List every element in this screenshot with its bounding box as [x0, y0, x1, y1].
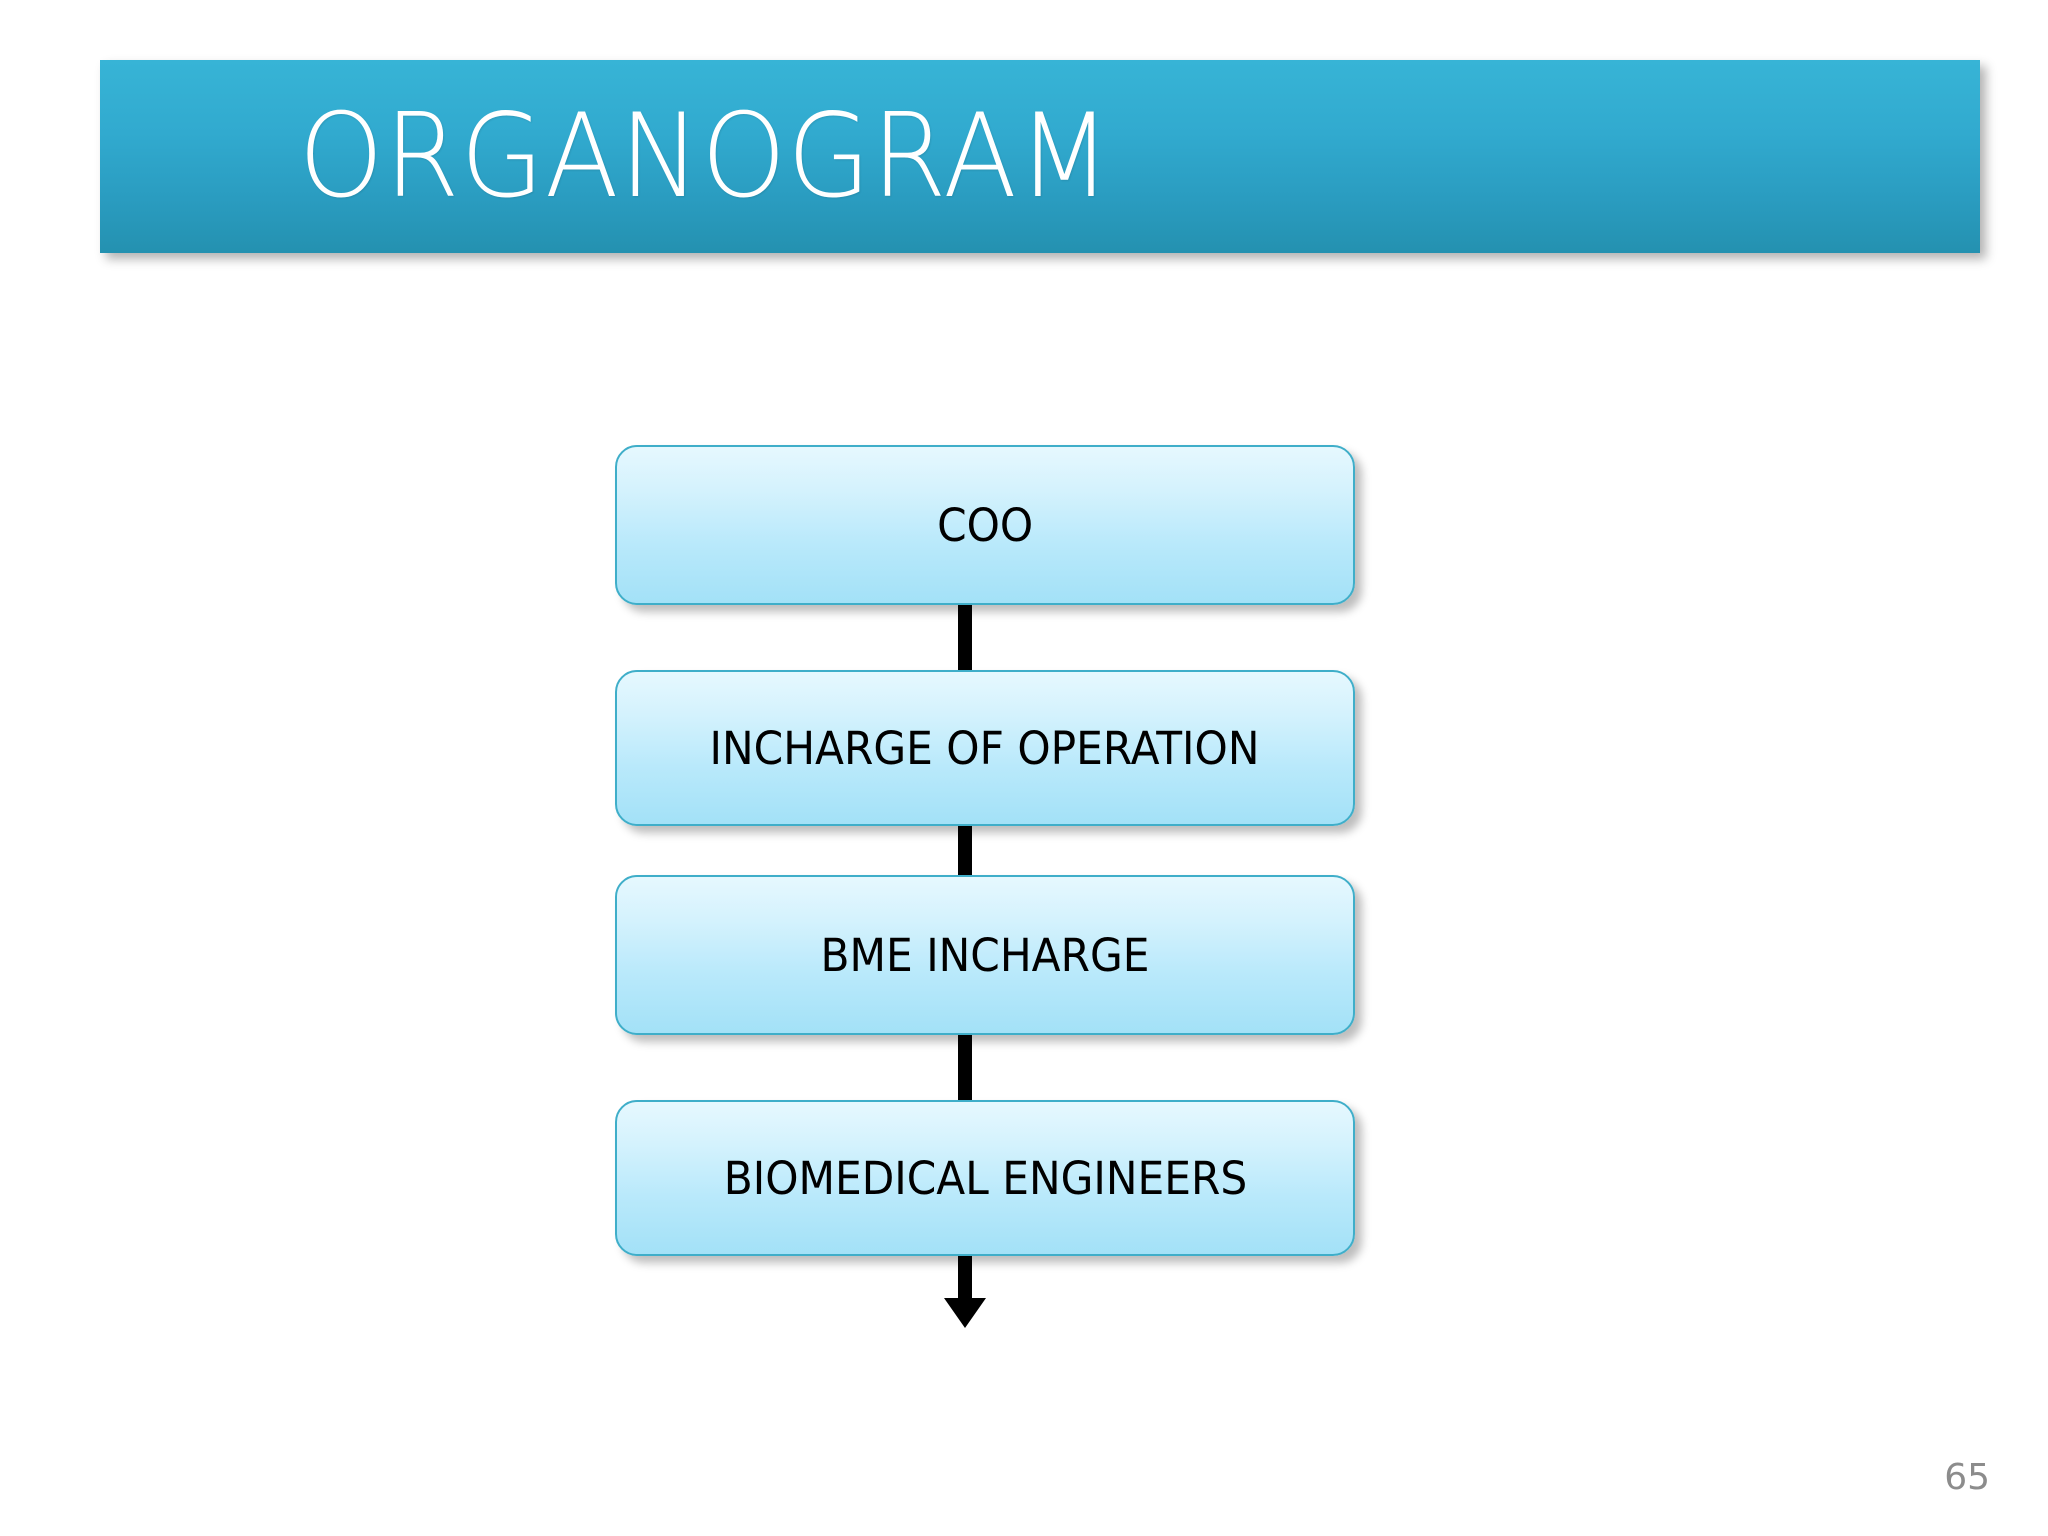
- connector-incharge-operation-to-bme-incharge: [958, 818, 972, 882]
- org-node-incharge-of-operation[interactable]: INCHARGE OF OPERATION: [615, 670, 1355, 826]
- org-node-biomedical-engineers[interactable]: BIOMEDICAL ENGINEERS: [615, 1100, 1355, 1256]
- page-number: 65: [1944, 1457, 1990, 1498]
- connector-bme-incharge-to-biomedical-engineers: [958, 1028, 972, 1108]
- title-banner: ORGANOGRAM: [100, 60, 1980, 253]
- org-node-label: INCHARGE OF OPERATION: [710, 721, 1260, 775]
- connector-coo-to-incharge-operation: [958, 598, 972, 678]
- org-node-label: COO: [936, 498, 1034, 552]
- page-title: ORGANOGRAM: [298, 88, 1112, 224]
- org-node-bme-incharge[interactable]: BME INCHARGE: [615, 875, 1355, 1035]
- org-node-coo[interactable]: COO: [615, 445, 1355, 605]
- org-node-label: BME INCHARGE: [820, 928, 1150, 982]
- org-node-label: BIOMEDICAL ENGINEERS: [723, 1151, 1247, 1205]
- arrow-down-icon: [944, 1248, 986, 1328]
